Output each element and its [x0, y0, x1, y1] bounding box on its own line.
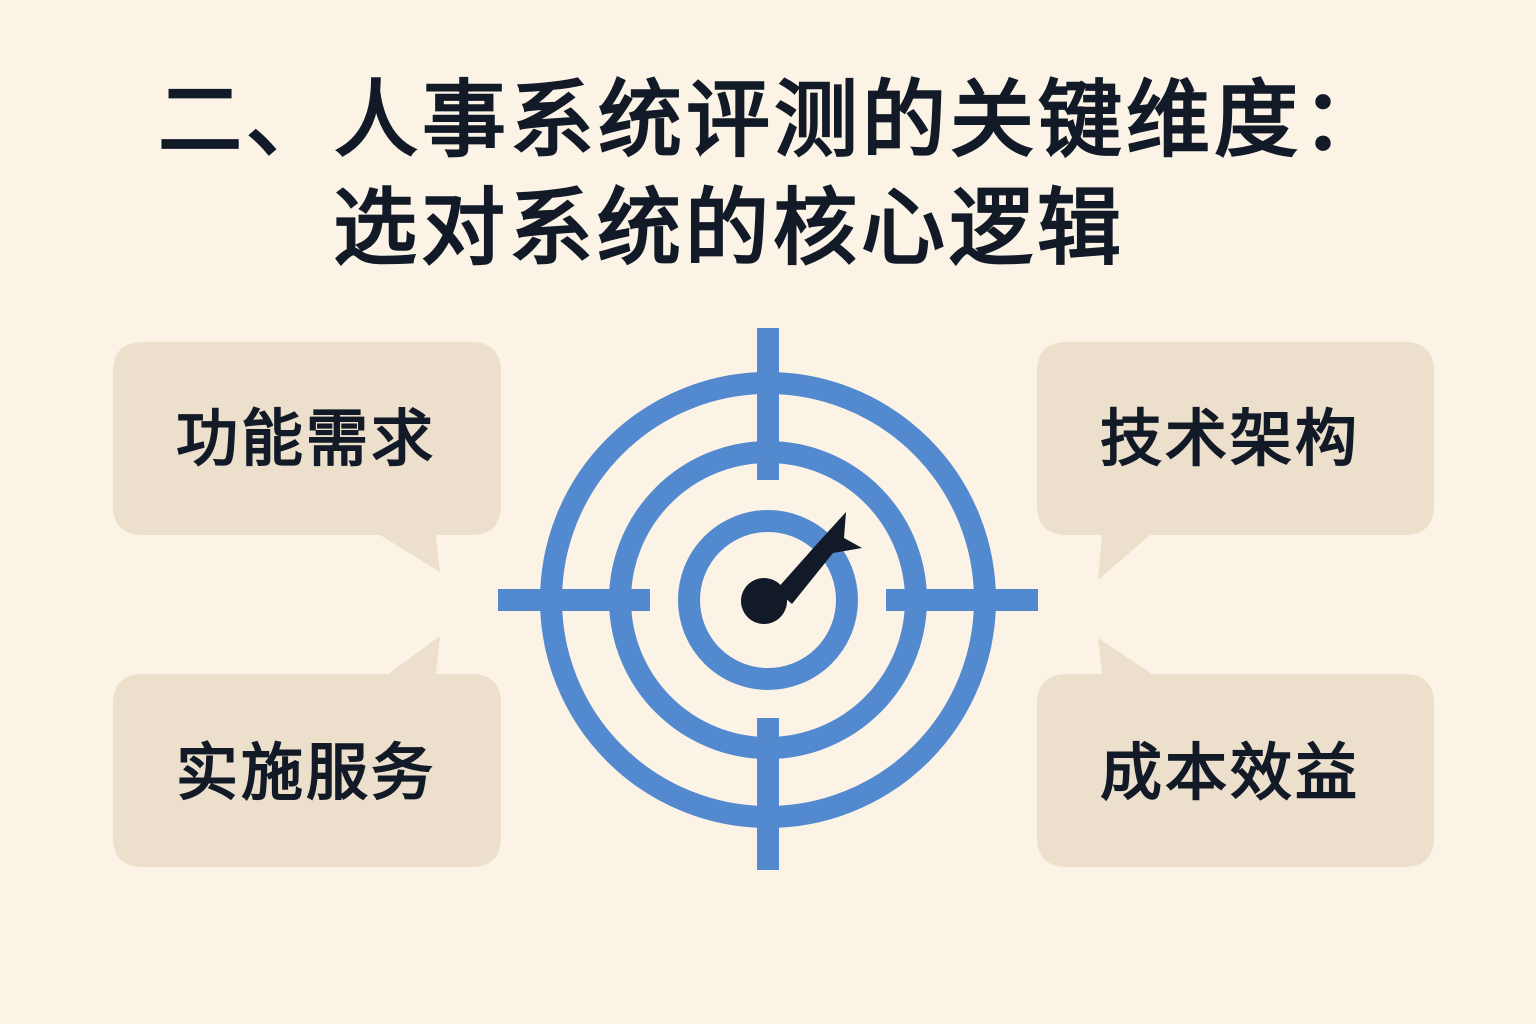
dimension-card-cost: [1037, 638, 1434, 867]
speech-bubble-shape: [1037, 342, 1434, 580]
speech-bubble-shape: [113, 636, 501, 867]
needle-pointer: [776, 512, 862, 604]
speech-bubble-shape: [113, 342, 501, 572]
dimension-card-implementation: [113, 636, 501, 867]
dimension-card-technical: [1037, 342, 1434, 580]
dimension-label-implementation: 实施服务: [175, 736, 436, 809]
needle-hub: [741, 578, 787, 624]
speech-bubble-shape: [1037, 638, 1434, 867]
target-inner-ring: [678, 510, 858, 690]
dimension-label-functional: 功能需求: [175, 402, 436, 475]
dimension-label-technical: 技术架构: [1099, 402, 1360, 475]
page-title: 二、人事系统评测的关键维度：: [158, 71, 1391, 169]
page-subtitle: 选对系统的核心逻辑: [333, 179, 1126, 277]
dimension-card-functional: [113, 342, 501, 572]
gauge-needle-icon: [741, 512, 862, 624]
dimension-label-cost: 成本效益: [1099, 736, 1360, 809]
target-icon: [498, 328, 1038, 870]
